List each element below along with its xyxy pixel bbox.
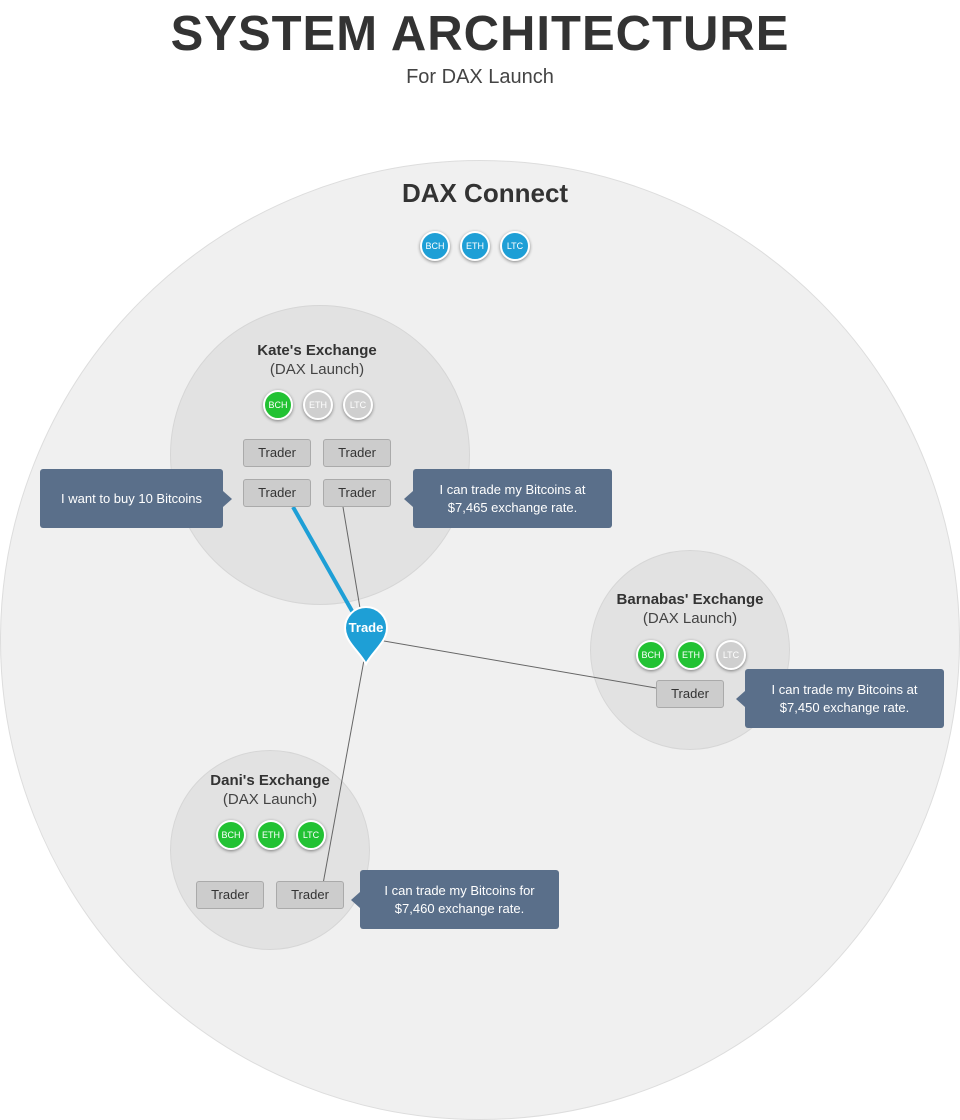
dax-connect-circle [0,160,960,1120]
kate-coin-ltc: LTC [343,390,373,420]
buyer-callout: I want to buy 10 Bitcoins [40,469,232,528]
kate-exchange-title: Kate's Exchange [257,342,377,359]
dani-coin-ltc: LTC [296,820,326,850]
dani-exchange-title: Dani's Exchange [210,772,330,789]
dani-coin-bch: BCH [216,820,246,850]
barnabas-coin-bch: BCH [636,640,666,670]
dani-exchange-subtitle: (DAX Launch) [222,791,318,808]
barnabas-exchange-title: Barnabas' Exchange [616,591,764,608]
barnabas-seller-callout: I can trade my Bitcoins at $7,450 exchan… [736,669,944,728]
kate-exchange-subtitle: (DAX Launch) [269,361,365,378]
dax-connect-coin-eth: ETH [460,231,490,261]
dax-connect-coin-ltc: LTC [500,231,530,261]
dani-seller-callout: I can trade my Bitcoins for $7,460 excha… [351,870,559,929]
trade-pin-label: Trade [348,620,384,635]
dani-trader-line [322,659,365,885]
kate-trader-1[interactable]: Trader [243,439,311,467]
page-title: SYSTEM ARCHITECTURE [170,7,790,61]
barnabas-coin-eth: ETH [676,640,706,670]
dax-connect-coin-bch: BCH [420,231,450,261]
kate-trader-2[interactable]: Trader [323,439,391,467]
kate-trader-buyer[interactable]: Trader [243,479,311,507]
kate-trader-line [342,506,363,621]
kate-trader-seller[interactable]: Trader [323,479,391,507]
dani-trader-1[interactable]: Trader [196,881,264,909]
kate-coin-bch: BCH [263,390,293,420]
dani-exchange-circle [170,750,370,950]
kate-coin-eth: ETH [303,390,333,420]
barnabas-trader[interactable]: Trader [656,680,724,708]
dani-trader-seller[interactable]: Trader [276,881,344,909]
barnabas-coin-ltc: LTC [716,640,746,670]
kate-seller-callout: I can trade my Bitcoins at $7,465 exchan… [404,469,612,528]
barnabas-exchange-subtitle: (DAX Launch) [642,610,738,627]
dax-connect-title: DAX Connect [401,178,569,208]
barnabas-trader-line [377,639,657,689]
trade-pin-marker [343,606,389,667]
dani-coin-eth: ETH [256,820,286,850]
page-subtitle: For DAX Launch [406,66,554,88]
buyer-trade-line [291,506,358,619]
